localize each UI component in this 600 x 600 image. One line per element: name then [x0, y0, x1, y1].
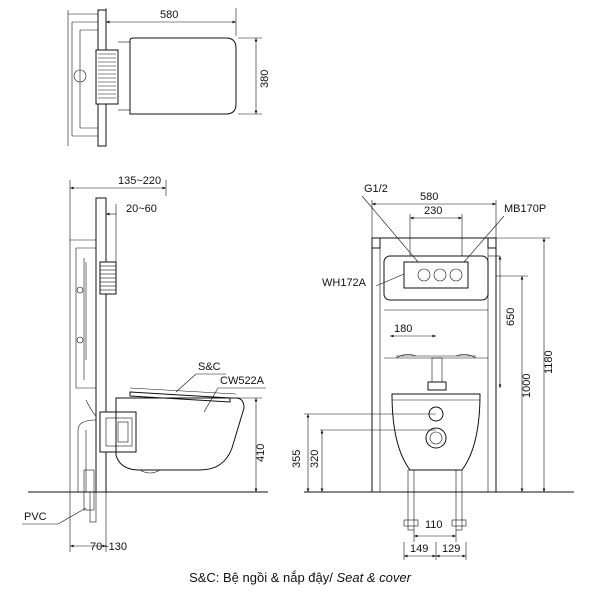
front-inner-dim: 230 [424, 205, 442, 217]
wh172a-label: WH172A [322, 277, 367, 289]
caption-main: S&C: Bệ ngồi & nắp đậy/ [189, 570, 337, 585]
caption: S&C: Bệ ngồi & nắp đậy/ Seat & cover [0, 570, 600, 585]
side-view: 135~220 20~60 410 70~130 S&C CW522A PVC [22, 175, 268, 553]
g12-label: G1/2 [364, 183, 388, 195]
side-depth-dim: 135~220 [118, 175, 161, 187]
mb170p-label: MB170P [504, 203, 546, 215]
front-129-dim: 129 [442, 543, 460, 555]
side-inner-dim: 20~60 [126, 203, 157, 215]
side-bottom-dim: 70~130 [90, 541, 127, 553]
top-height-dim: 380 [259, 70, 271, 88]
front-view: 580 230 650 1000 1180 180 355 320 110 [291, 183, 574, 560]
front-1180-dim: 1180 [543, 350, 555, 374]
caption-italic: Seat & cover [336, 570, 411, 585]
front-110-dim: 110 [425, 519, 443, 531]
front-149-dim: 149 [410, 543, 428, 555]
front-180-dim: 180 [394, 323, 412, 335]
front-width-dim: 580 [420, 191, 438, 203]
front-650-dim: 650 [505, 308, 517, 326]
pvc-label: PVC [24, 511, 47, 523]
top-width-dim: 580 [160, 9, 178, 21]
sc-label: S&C [198, 361, 221, 373]
side-height-dim: 410 [255, 444, 267, 462]
front-355-dim: 355 [291, 450, 303, 468]
top-grip [95, 49, 119, 105]
front-320-dim: 320 [309, 450, 321, 468]
cw522a-label: CW522A [220, 375, 265, 387]
side-grip [99, 261, 117, 295]
top-view: 580 380 [67, 8, 271, 147]
front-1000-dim: 1000 [521, 374, 533, 398]
